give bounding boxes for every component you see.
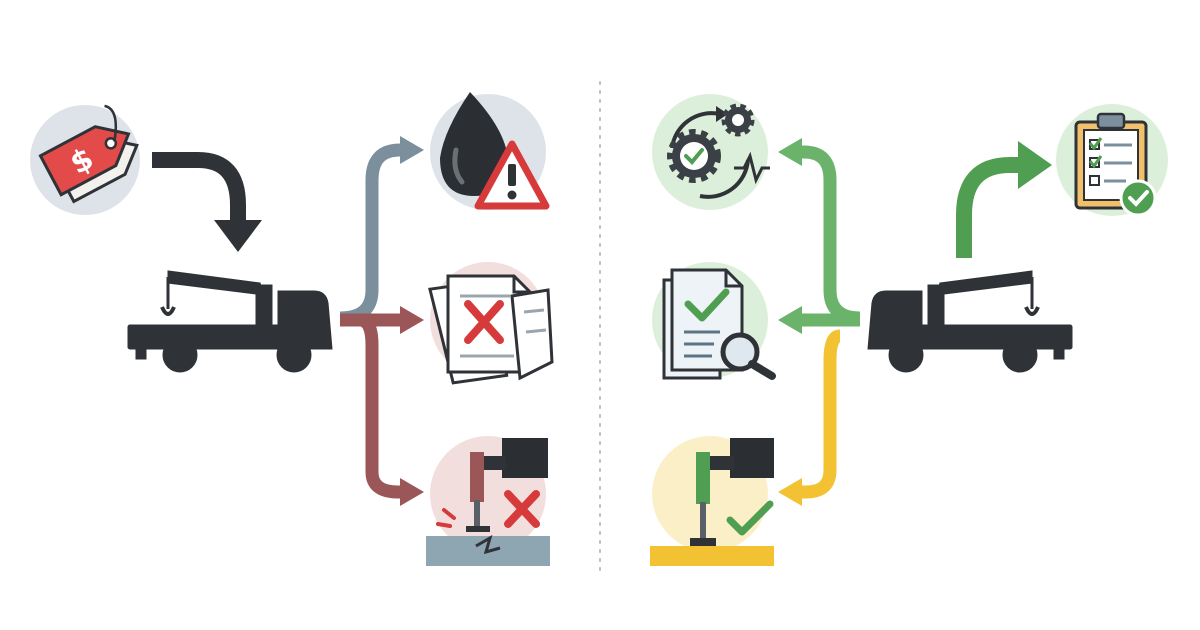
truck-to-checklist-arrow <box>956 141 1052 258</box>
oil-drop-warning-icon <box>430 92 550 210</box>
crane-truck-icon <box>126 269 334 374</box>
price-to-truck-arrow <box>152 152 262 252</box>
approved-checklist-icon <box>1056 104 1168 217</box>
price-tag-icon: $ <box>30 104 140 215</box>
damaged-outrigger-icon <box>426 436 550 566</box>
rejected-document-icon <box>428 262 554 385</box>
right-branch-connectors <box>778 138 861 506</box>
crane-truck-icon <box>866 269 1074 374</box>
document-review-icon <box>652 262 776 380</box>
left-branch-connectors <box>339 136 424 506</box>
maintenance-gears-icon <box>652 94 770 210</box>
stable-outrigger-icon <box>650 436 774 566</box>
